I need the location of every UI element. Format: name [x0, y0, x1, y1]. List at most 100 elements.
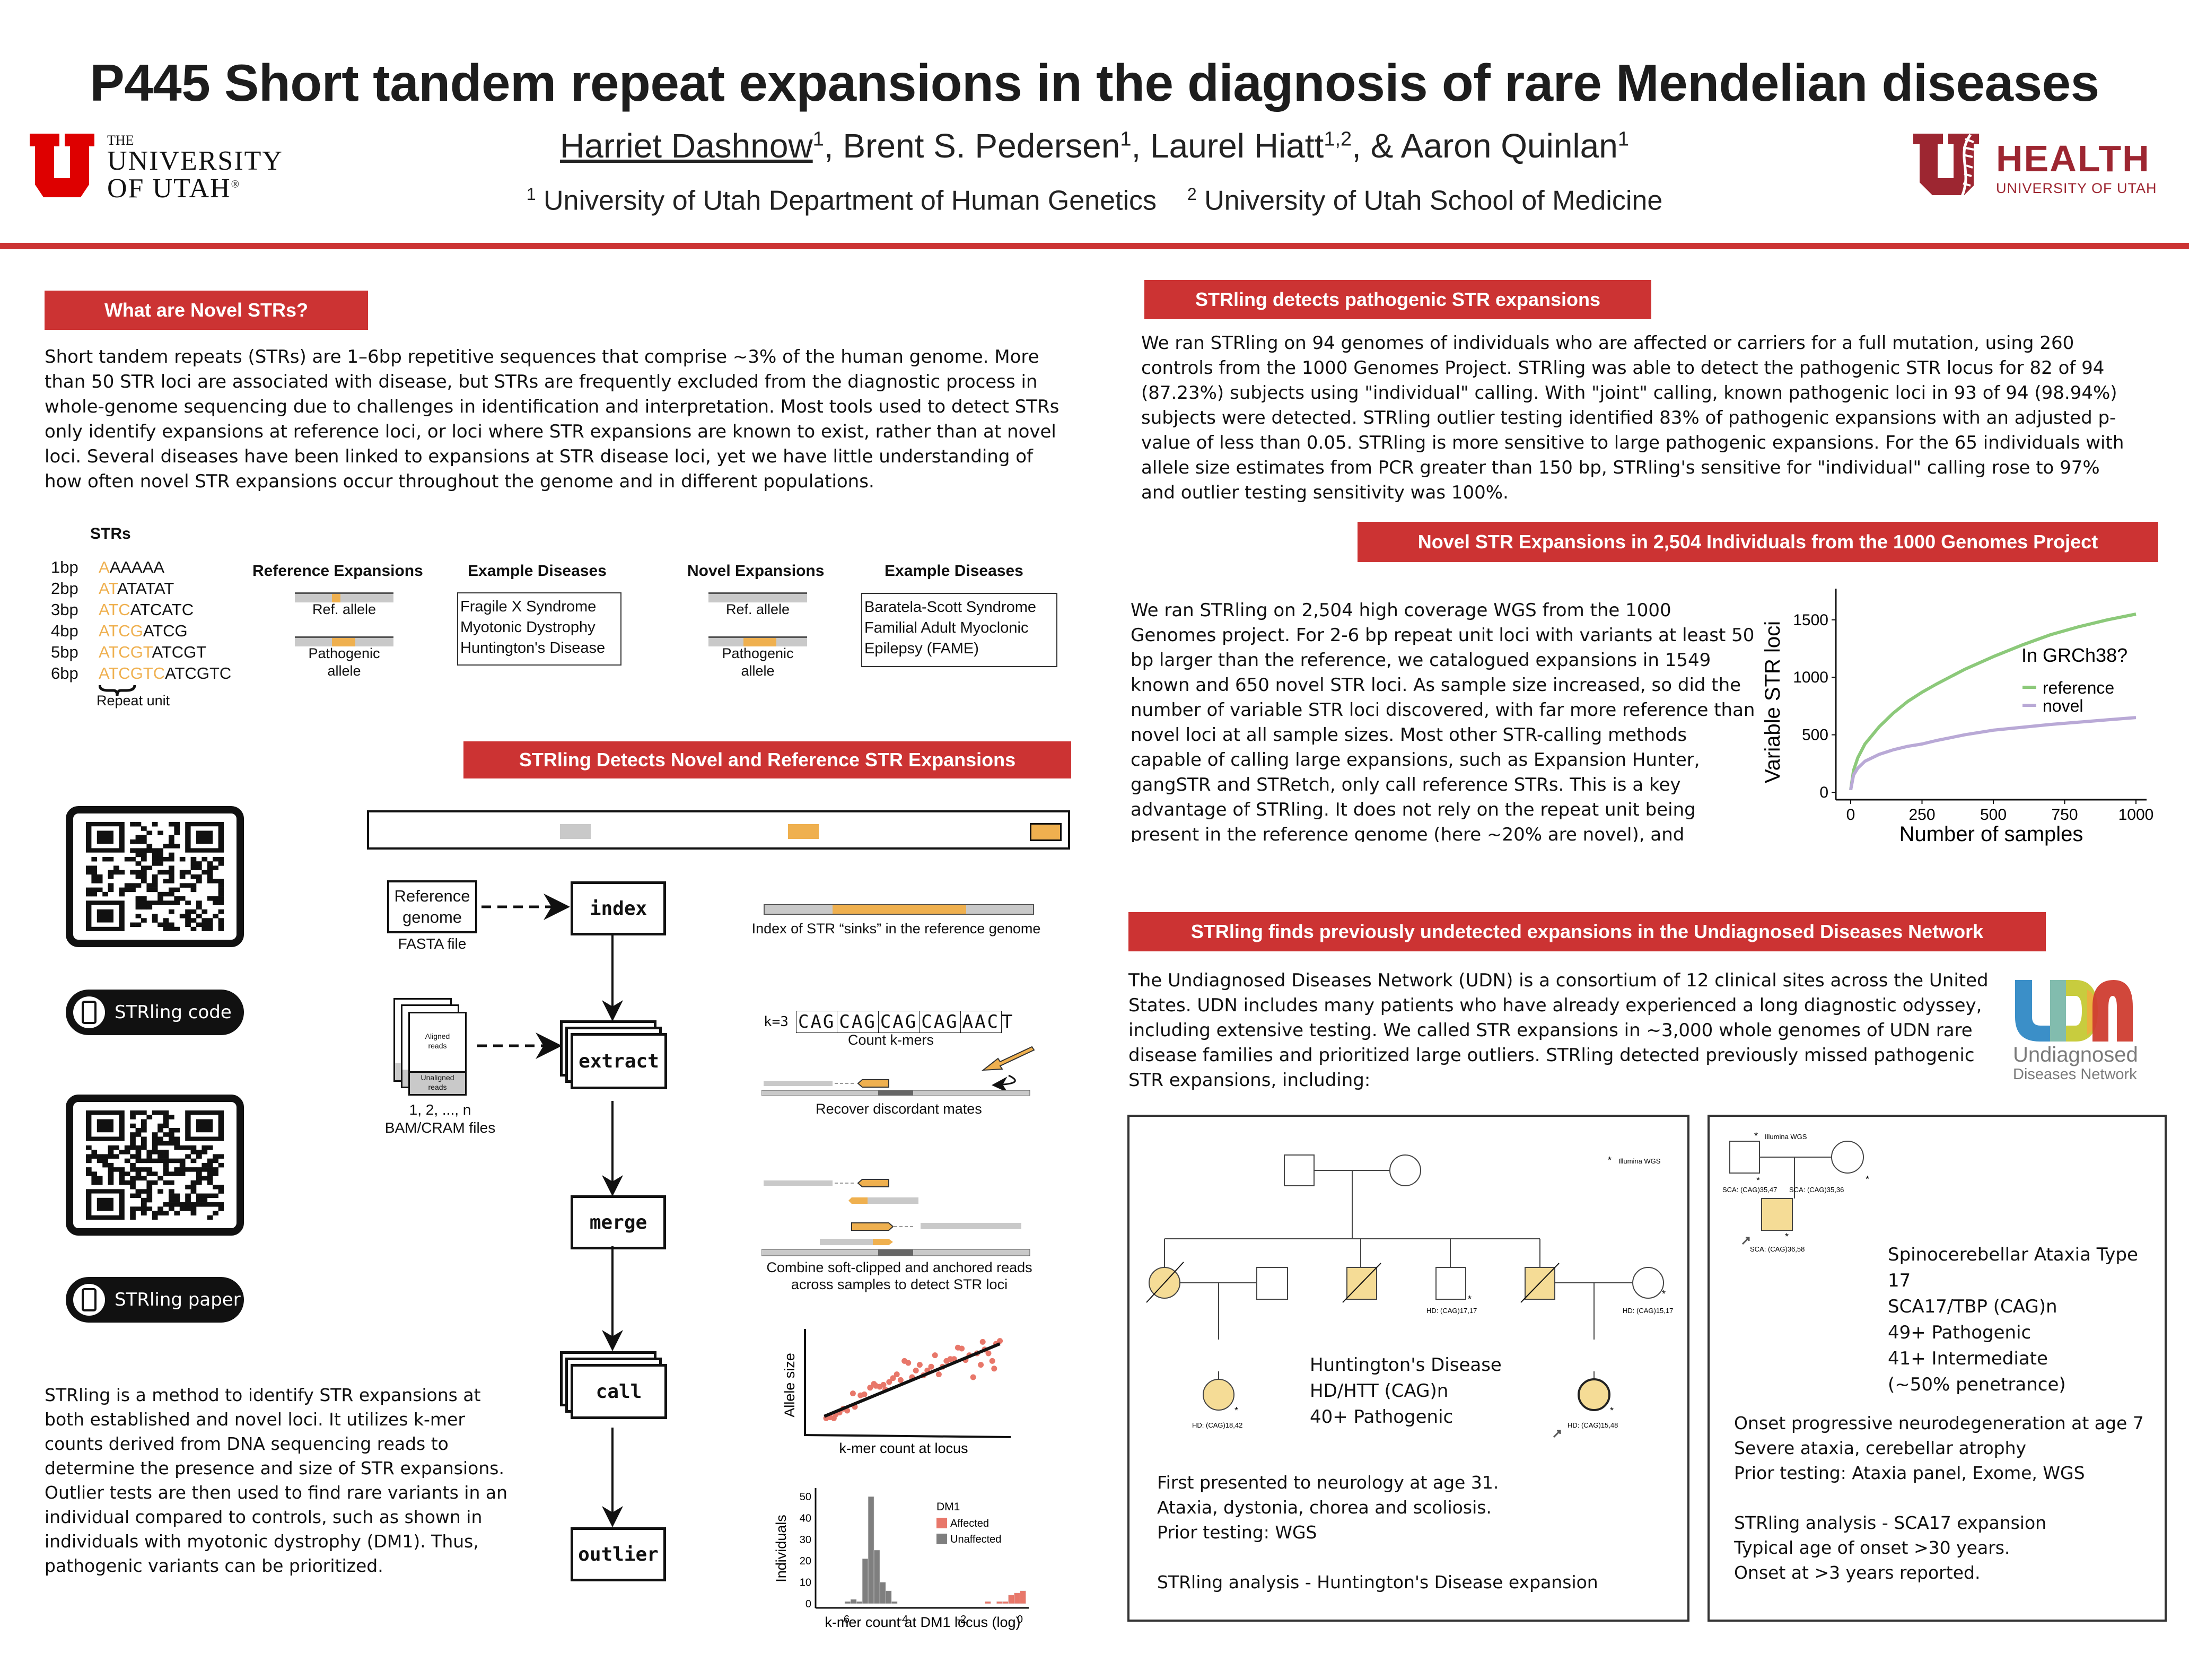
hist-legend-title: DM1: [936, 1501, 960, 1513]
hist-y-tick-label: 30: [800, 1534, 811, 1546]
scatter-point: [928, 1363, 934, 1370]
reference-ref-allele-bar: [295, 592, 393, 602]
str-size: 5bp: [51, 643, 78, 661]
analysis-line: STRling analysis - SCA17 expansion: [1734, 1512, 2047, 1533]
example-diseases-title-1: Example Diseases: [468, 562, 607, 580]
scatter-point: [978, 1362, 984, 1368]
hist-xlabel: k-mer count at DM1 locus (log): [825, 1614, 1020, 1630]
block-u-icon: [30, 134, 94, 197]
pedigree-male: [1256, 1267, 1288, 1300]
hist-bar-unaffected: [885, 1590, 892, 1604]
affiliation-1: University of Utah Department of Human G…: [543, 185, 1157, 216]
legend-swatch-orange: [788, 824, 819, 839]
unaligned-reads-label: reads: [428, 1083, 447, 1091]
pedigree-proband: [1761, 1198, 1793, 1231]
reference-genome-line: Reference: [394, 887, 470, 905]
brace-icon: [99, 685, 136, 696]
logo-text-the: THE: [107, 133, 134, 148]
hist-y-tick-label: 40: [800, 1512, 811, 1524]
udn-letters-icon: [2015, 980, 2133, 1042]
ref-allele-label: Ref. allele: [725, 601, 790, 617]
variable-str-loci-line-chart: Variable STR loci Number of samples In G…: [1761, 589, 2153, 846]
anchored-read: [764, 1081, 833, 1086]
genotype-label: HD: (CAG)18,42: [1192, 1421, 1242, 1429]
str-unit: AT: [99, 579, 118, 598]
hist-bar-affected: [1020, 1590, 1026, 1604]
hist-bar-unaffected: [891, 1601, 898, 1604]
legend-label-unaffected: Unaffected: [950, 1534, 1001, 1545]
disease-line: 41+ Intermediate: [1888, 1348, 2048, 1369]
strling-paper-link[interactable]: STRling paper: [66, 1277, 244, 1323]
method-description: STRling is a method to identify STR expa…: [45, 1385, 507, 1576]
line-xlabel: Number of samples: [1899, 822, 2083, 846]
university-of-utah-logo: THE UNIVERSITY OF UTAH®: [29, 134, 282, 203]
genotype-label: SCA: (CAG)35,47: [1722, 1186, 1777, 1194]
svg-text:*: *: [1608, 1155, 1612, 1166]
clinical-line: Prior testing: Ataxia panel, Exome, WGS: [1734, 1463, 2085, 1483]
scatter-point: [985, 1350, 992, 1357]
analysis-line: Typical age of onset >30 years.: [1734, 1537, 2010, 1558]
str-unit: ATCGT: [99, 643, 152, 661]
strling-paper-label: STRling paper: [115, 1289, 241, 1310]
qr-code-strling-paper[interactable]: [66, 1095, 244, 1236]
ref-allele-label: Ref. allele: [312, 601, 376, 617]
str-size: 6bp: [51, 664, 78, 682]
novel-disease-list: Baratela-Scott Syndrome Familial Adult M…: [861, 593, 1057, 667]
novel-pathogenic-allele-bar: [708, 636, 807, 646]
strling-code-link[interactable]: STRling code: [66, 990, 244, 1035]
recover-arrow: [992, 1074, 1016, 1093]
scatter-trendline: [824, 1342, 1001, 1418]
disease-line: Spinocerebellar Ataxia Type 17: [1888, 1244, 2138, 1291]
disease-line: 40+ Pathogenic: [1310, 1406, 1454, 1428]
svg-text:*: *: [1610, 1405, 1614, 1416]
hist-y-tick-label: 20: [800, 1555, 811, 1567]
hist-bar-affected: [1014, 1592, 1020, 1604]
hist-bar-unaffected: [856, 1601, 863, 1604]
section-header-1000-genomes: Novel STR Expansions in 2,504 Individual…: [1358, 522, 2158, 562]
sca17-pedigree: * Illumina WGS * SCA: (CAG)35,47 * SCA: …: [1722, 1131, 1869, 1253]
author-sup: 1: [812, 128, 824, 151]
novel-ref-allele-bar: [708, 592, 807, 602]
affiliation-2: University of Utah School of Medicine: [1204, 185, 1663, 216]
line-y-tick-label: 1500: [1793, 611, 1828, 629]
hist-bar-unaffected: [850, 1599, 857, 1604]
proband-arrow-icon: [1741, 1237, 1750, 1245]
analysis-line: STRling analysis - Huntington's Disease …: [1157, 1572, 1598, 1592]
kmer-k-label: k=3: [764, 1014, 789, 1030]
hist-bar-affected: [996, 1601, 1003, 1604]
aligned-reads-label: Aligned: [425, 1032, 450, 1040]
author-sep: ,: [1131, 127, 1151, 165]
scatter-point: [932, 1352, 938, 1359]
scatter-point: [913, 1367, 919, 1373]
pedigree-male-tested: [1435, 1267, 1466, 1300]
section-header-novel-strs: What are Novel STRs?: [45, 291, 368, 330]
huntingtons-pedigree-gen3: * HD: (CAG)18,42 * HD: (CAG)15,48: [1192, 1371, 1618, 1438]
step-outlier: outlier: [571, 1527, 666, 1581]
poster-title: P445 Short tandem repeat expansions in t…: [90, 54, 2099, 112]
legend-swatch-unaffected: [936, 1534, 947, 1544]
reference-genome-line: genome: [402, 908, 462, 926]
scatter-point: [894, 1371, 900, 1378]
legend-swatch-affected: [936, 1518, 947, 1528]
hist-bar-unaffected: [868, 1496, 874, 1604]
qr-code-strling-code[interactable]: [66, 806, 244, 947]
qr-code-icon: [86, 822, 224, 931]
reference-genome-box: Reference genome: [387, 880, 477, 933]
line-y-tick-label: 1000: [1793, 669, 1828, 686]
strs-title: STRs: [90, 525, 131, 542]
line-x-tick-label: 500: [1980, 806, 2007, 824]
sca17-disease-info: Spinocerebellar Ataxia Type 17 SCA17/TBP…: [1888, 1242, 2165, 1398]
svg-text:*: *: [1754, 1131, 1758, 1141]
pathogenic-label-line: allele: [741, 663, 775, 679]
affiliation-sup: 1: [526, 185, 536, 204]
kmer-group: AAC: [960, 1011, 1002, 1033]
disease-line: Huntington's Disease: [1310, 1354, 1502, 1376]
str-rest: ATCG: [143, 622, 188, 640]
legend-swatch-grey: [560, 824, 591, 839]
health-u-dna-icon: [1913, 134, 1979, 197]
logo-text-university-of-utah: UNIVERSITY OF UTAH: [1996, 180, 2157, 196]
